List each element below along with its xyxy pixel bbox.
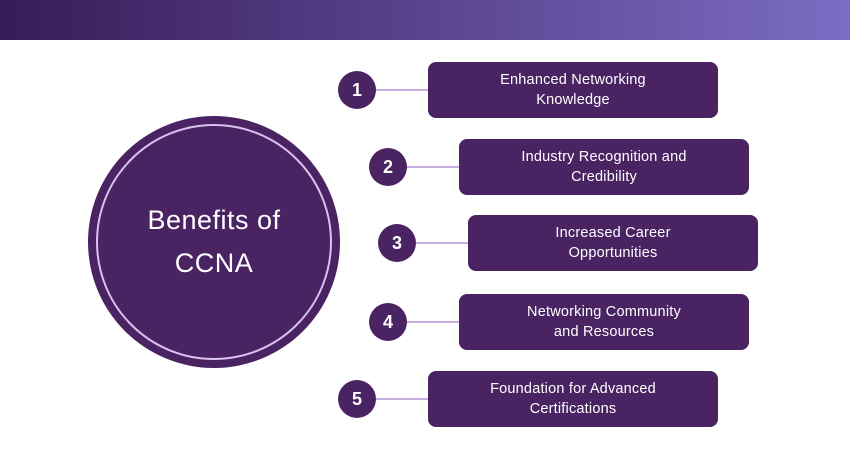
benefit-label-line1: Networking Community xyxy=(527,304,681,320)
benefit-label-line1: Foundation for Advanced xyxy=(490,381,656,397)
benefit-label-line1: Increased Career xyxy=(555,225,671,241)
benefit-label-line2: Certifications xyxy=(529,401,617,417)
page-title-line1: Benefits of xyxy=(147,205,281,235)
number-badge: 4 xyxy=(369,303,407,341)
benefit-item-2: 2 Industry Recognition and Credibility xyxy=(369,139,749,195)
benefit-card: Networking Community and Resources xyxy=(459,294,749,350)
benefit-item-5: 5 Foundation for Advanced Certifications xyxy=(338,371,718,427)
benefit-label-line2: and Resources xyxy=(553,324,655,340)
connector-line xyxy=(376,89,428,91)
title-circle: Benefits of CCNA xyxy=(88,116,340,368)
benefit-card: Increased Career Opportunities xyxy=(468,215,758,271)
benefit-label-line2: Opportunities xyxy=(568,245,658,261)
benefit-item-4: 4 Networking Community and Resources xyxy=(369,294,749,350)
connector-line xyxy=(376,398,428,400)
benefit-label-line2: Credibility xyxy=(571,169,637,185)
connector-line xyxy=(416,242,468,244)
benefit-label-line2: Knowledge xyxy=(536,92,610,108)
page-title: Benefits of CCNA xyxy=(88,116,340,368)
benefit-card: Enhanced Networking Knowledge xyxy=(428,62,718,118)
benefit-label-line1: Industry Recognition and xyxy=(521,149,687,165)
benefit-label-line1: Enhanced Networking xyxy=(500,72,646,88)
page-title-line2: CCNA xyxy=(174,248,254,278)
number-badge: 3 xyxy=(378,224,416,262)
title-circle-ring xyxy=(96,124,332,360)
number-badge: 2 xyxy=(369,148,407,186)
header-gradient-bar xyxy=(0,0,850,40)
connector-line xyxy=(407,166,459,168)
connector-line xyxy=(407,321,459,323)
number-badge: 1 xyxy=(338,71,376,109)
benefit-card: Foundation for Advanced Certifications xyxy=(428,371,718,427)
benefit-card: Industry Recognition and Credibility xyxy=(459,139,749,195)
benefit-item-3: 3 Increased Career Opportunities xyxy=(378,215,758,271)
benefit-item-1: 1 Enhanced Networking Knowledge xyxy=(338,62,718,118)
number-badge: 5 xyxy=(338,380,376,418)
